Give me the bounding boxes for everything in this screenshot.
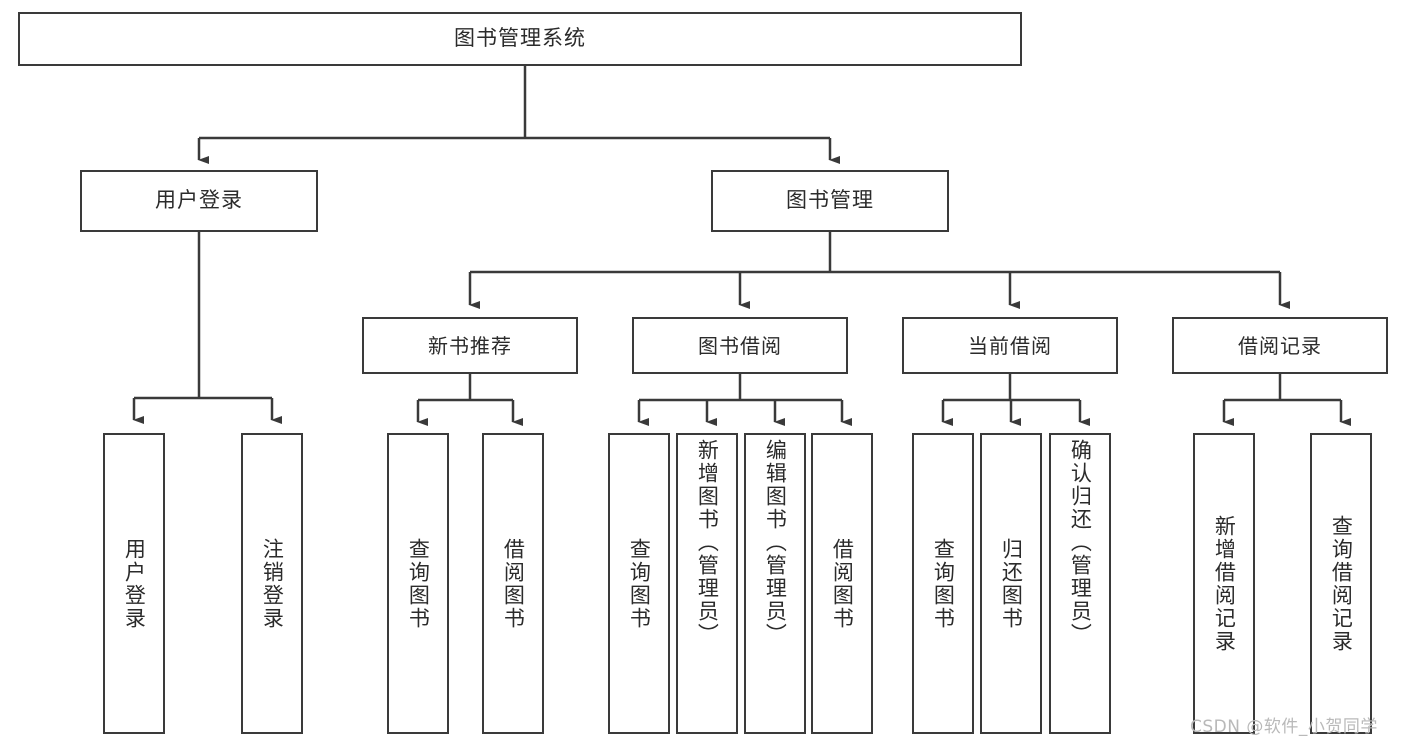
node-label: 查询图书 (931, 537, 956, 630)
node-label: 确认归还（管理员） (1068, 439, 1093, 646)
leaf-current-query-book[interactable]: 查询图书 (912, 433, 974, 734)
node-label: 借阅记录 (1238, 333, 1322, 358)
node-label: 借阅图书 (830, 537, 855, 630)
node-label: 新增借阅记录 (1212, 514, 1237, 653)
leaf-borrow-query-book[interactable]: 查询图书 (608, 433, 670, 734)
node-label: 图书借阅 (698, 333, 782, 358)
leaf-current-return-book[interactable]: 归还图书 (980, 433, 1042, 734)
node-label: 用户登录 (122, 537, 147, 630)
node-label: 图书管理 (786, 188, 874, 213)
node-borrow-record[interactable]: 借阅记录 (1172, 317, 1388, 374)
leaf-recommend-borrow-book[interactable]: 借阅图书 (482, 433, 544, 734)
leaf-user-login-login[interactable]: 用户登录 (103, 433, 165, 734)
node-label: 归还图书 (999, 537, 1024, 630)
node-label: 图书管理系统 (454, 26, 586, 51)
node-current-borrow[interactable]: 当前借阅 (902, 317, 1118, 374)
node-label: 新书推荐 (428, 333, 512, 358)
leaf-borrow-borrow-book[interactable]: 借阅图书 (811, 433, 873, 734)
node-book-borrow[interactable]: 图书借阅 (632, 317, 848, 374)
node-root-book-management-system[interactable]: 图书管理系统 (18, 12, 1022, 66)
leaf-user-login-logout[interactable]: 注销登录 (241, 433, 303, 734)
leaf-borrow-add-book-admin[interactable]: 新增图书（管理员） (676, 433, 738, 734)
leaf-record-add-record[interactable]: 新增借阅记录 (1193, 433, 1255, 734)
csdn-watermark: CSDN @软件_小贺同学 (1190, 717, 1378, 737)
node-label: 注销登录 (260, 537, 285, 630)
node-label: 新增图书（管理员） (695, 439, 720, 646)
node-label: 借阅图书 (501, 537, 526, 630)
node-book-management[interactable]: 图书管理 (711, 170, 949, 232)
leaf-current-confirm-return-admin[interactable]: 确认归还（管理员） (1049, 433, 1111, 734)
node-label: 查询借阅记录 (1329, 514, 1354, 653)
leaf-record-query-record[interactable]: 查询借阅记录 (1310, 433, 1372, 734)
node-user-login[interactable]: 用户登录 (80, 170, 318, 232)
node-label: 查询图书 (406, 537, 431, 630)
node-label: 用户登录 (155, 188, 243, 213)
node-new-book-recommend[interactable]: 新书推荐 (362, 317, 578, 374)
leaf-recommend-query-book[interactable]: 查询图书 (387, 433, 449, 734)
node-label: 编辑图书（管理员） (763, 439, 788, 646)
node-label: 当前借阅 (968, 333, 1052, 358)
node-label: 查询图书 (627, 537, 652, 630)
leaf-borrow-edit-book-admin[interactable]: 编辑图书（管理员） (744, 433, 806, 734)
